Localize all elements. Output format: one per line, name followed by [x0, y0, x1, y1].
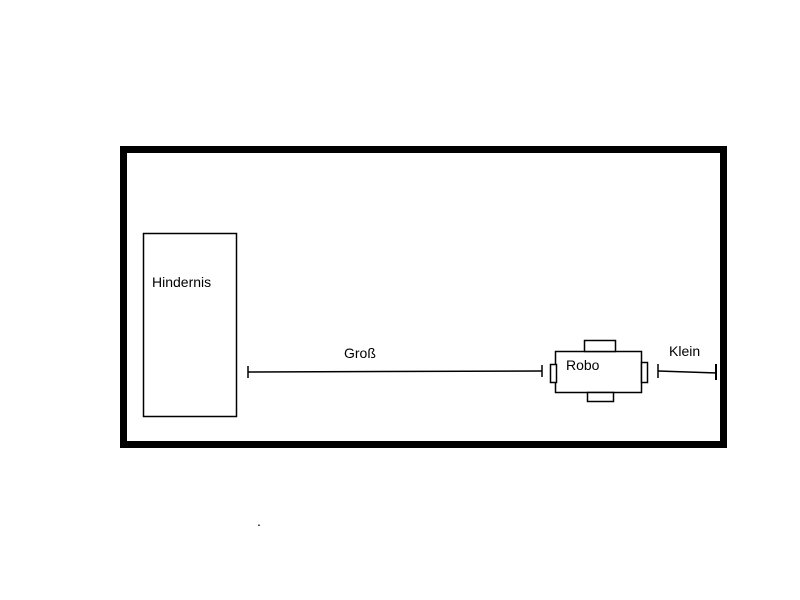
small-distance-line — [657, 370, 718, 374]
robot-wheel-top — [583, 339, 617, 353]
robot-wheel-bottom — [586, 391, 615, 403]
small-distance-label: Klein — [669, 343, 700, 359]
obstacle-label: Hindernis — [152, 274, 211, 290]
stray-mark: . — [257, 513, 261, 529]
robot-sensor-left — [549, 363, 558, 384]
large-distance-label: Groß — [344, 345, 376, 361]
robot-sensor-right — [640, 361, 649, 384]
small-distance-dimension — [657, 364, 718, 380]
large-distance-dimension — [247, 365, 543, 378]
obstacle-box — [142, 232, 238, 418]
robot-label: Robo — [566, 357, 600, 373]
large-distance-line — [247, 370, 543, 373]
room-wall — [120, 146, 727, 448]
robot — [549, 339, 649, 403]
